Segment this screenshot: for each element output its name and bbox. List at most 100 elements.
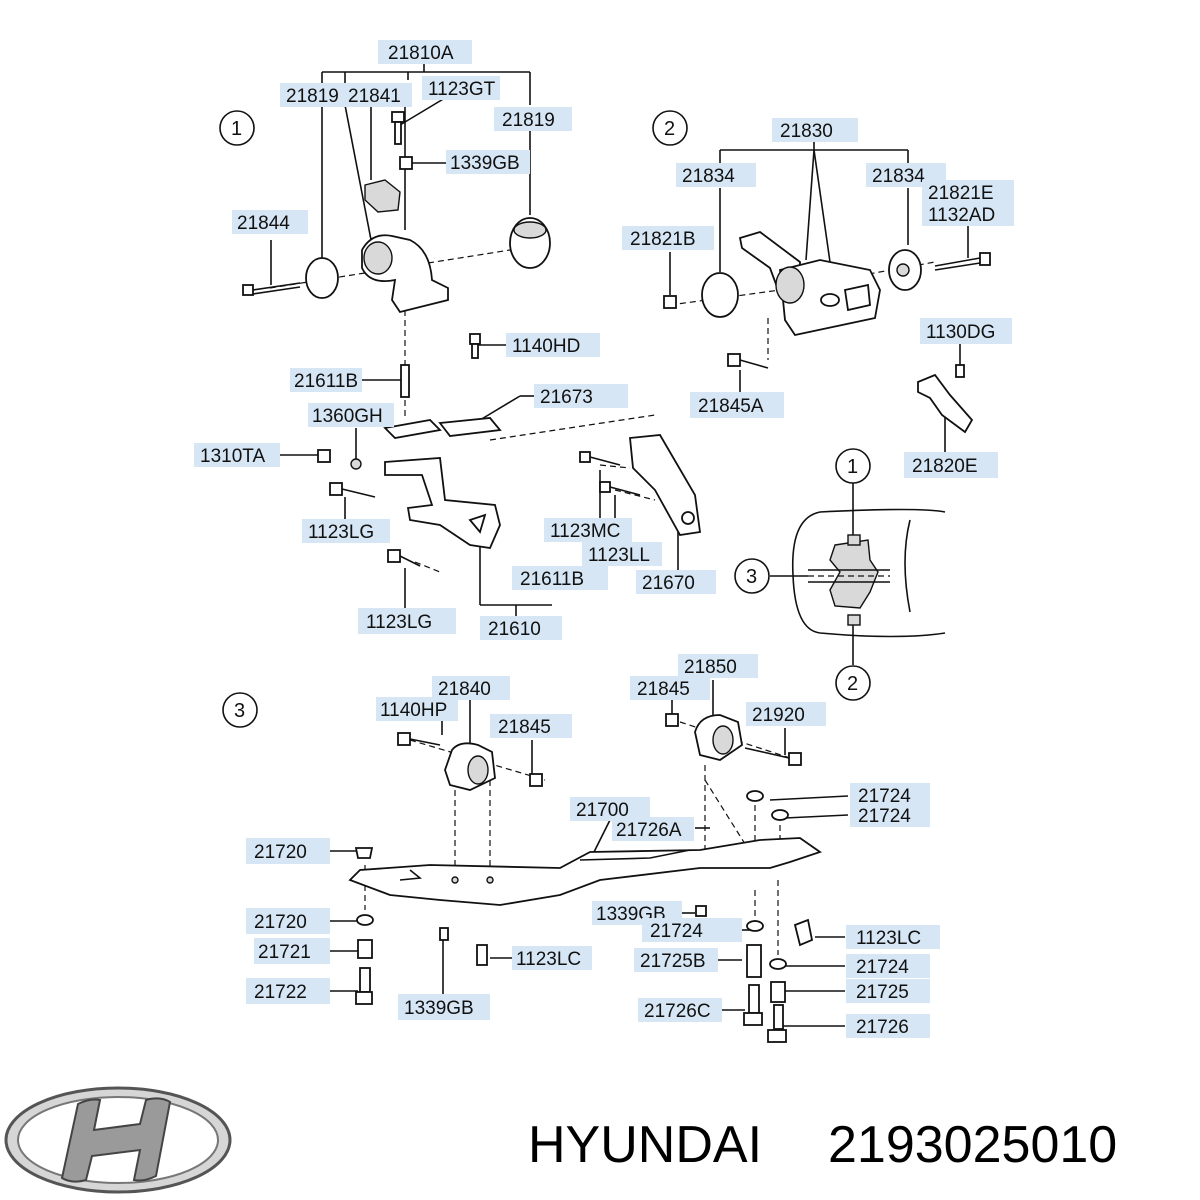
svg-text:21830: 21830 (780, 121, 833, 142)
label-21722: 21722 (246, 978, 330, 1004)
svg-text:21844: 21844 (237, 213, 290, 234)
label-21670: 21670 (636, 570, 716, 594)
label-21830: 21830 (772, 118, 858, 142)
svg-text:21820E: 21820E (912, 456, 978, 477)
label-21819-right: 21819 (494, 107, 572, 131)
callout-1-car: 1 (835, 448, 871, 484)
label-21673: 21673 (534, 384, 628, 408)
group-3-lines (330, 680, 849, 1027)
label-21841: 21841 (346, 83, 412, 107)
label-1123MC: 1123MC (544, 518, 632, 542)
svg-text:1360GH: 1360GH (312, 406, 383, 427)
svg-text:21673: 21673 (540, 387, 593, 408)
label-1123LG-a: 1123LG (302, 519, 390, 543)
svg-text:3: 3 (234, 700, 245, 722)
svg-text:21819: 21819 (286, 86, 339, 107)
label-21845-mid: 21845 (490, 714, 572, 738)
label-21611B-top: 21611B (290, 368, 362, 392)
svg-text:21725: 21725 (856, 982, 909, 1003)
svg-text:2: 2 (847, 673, 858, 695)
label-21725: 21725 (846, 979, 930, 1003)
label-21610: 21610 (480, 616, 562, 640)
group-1-parts (242, 111, 702, 567)
svg-text:1140HD: 1140HD (512, 336, 580, 357)
svg-text:21720: 21720 (254, 912, 307, 933)
label-1123GT: 1123GT (422, 76, 500, 100)
svg-text:21726A: 21726A (616, 820, 682, 841)
label-1123LC-left: 1123LC (512, 946, 592, 970)
label-1130DG: 1130DG (920, 318, 1012, 344)
label-21721: 21721 (254, 938, 330, 964)
svg-text:21845A: 21845A (698, 396, 764, 417)
car-overview (770, 483, 946, 665)
label-21611B-bottom: 21611B (512, 566, 608, 590)
svg-text:1140HP: 1140HP (380, 700, 447, 721)
callout-1-top: 1 (219, 110, 255, 146)
svg-text:21700: 21700 (576, 800, 629, 821)
svg-text:21821E: 21821E (928, 183, 994, 204)
label-21834-left: 21834 (676, 163, 756, 187)
label-21726: 21726 (846, 1014, 930, 1038)
label-21724-4: 21724 (846, 954, 930, 978)
svg-text:1123LL: 1123LL (588, 545, 650, 566)
label-21726A: 21726A (612, 817, 694, 841)
label-1339GB-top: 1339GB (446, 150, 530, 174)
callout-circles: 1 2 1 3 2 3 (219, 110, 871, 728)
label-21840: 21840 (432, 676, 510, 700)
svg-text:1123LG: 1123LG (366, 612, 432, 633)
svg-text:1132AD: 1132AD (928, 205, 995, 226)
label-21724-3: 21724 (642, 918, 742, 942)
label-1123LC-right: 1123LC (846, 925, 940, 949)
label-21810A: 21810A (378, 40, 472, 64)
svg-text:1123LG: 1123LG (308, 522, 374, 543)
label-21920: 21920 (746, 702, 826, 726)
svg-text:1123LC: 1123LC (856, 928, 921, 949)
svg-text:21821B: 21821B (630, 229, 696, 250)
svg-text:21724: 21724 (856, 957, 909, 978)
svg-text:21726C: 21726C (644, 1001, 711, 1022)
svg-text:21721: 21721 (258, 942, 311, 963)
svg-text:1339GB: 1339GB (404, 998, 474, 1019)
label-21845A: 21845A (690, 392, 784, 418)
svg-text:21722: 21722 (254, 982, 307, 1003)
hyundai-logo-icon (4, 1086, 232, 1194)
svg-text:1123MC: 1123MC (550, 521, 620, 542)
svg-text:21834: 21834 (682, 166, 735, 187)
svg-text:21670: 21670 (642, 573, 695, 594)
label-1140HD: 1140HD (506, 333, 600, 357)
svg-text:2: 2 (664, 118, 675, 140)
label-1140HP: 1140HP (376, 697, 458, 721)
label-21850: 21850 (678, 654, 758, 678)
label-21821B: 21821B (622, 226, 714, 250)
svg-text:3: 3 (746, 566, 757, 588)
label-1360GH: 1360GH (308, 403, 394, 427)
svg-text:21611B: 21611B (520, 569, 584, 590)
svg-text:21850: 21850 (684, 657, 737, 678)
label-1123LG-b: 1123LG (358, 608, 456, 634)
svg-text:21845: 21845 (498, 717, 551, 738)
svg-text:21610: 21610 (488, 619, 541, 640)
svg-text:21724: 21724 (858, 786, 911, 807)
label-1123LL: 1123LL (582, 542, 662, 566)
svg-text:1130DG: 1130DG (926, 322, 995, 343)
svg-text:21726: 21726 (856, 1017, 909, 1038)
label-1132AD: 1132AD (922, 202, 1014, 226)
svg-text:21724: 21724 (858, 806, 911, 827)
svg-text:21845: 21845 (637, 679, 690, 700)
label-1339GB-bottom: 1339GB (398, 994, 490, 1020)
label-21821E: 21821E (922, 180, 1014, 204)
svg-text:1: 1 (231, 118, 242, 140)
svg-text:1339GB: 1339GB (450, 153, 520, 174)
label-21845-right: 21845 (630, 676, 710, 700)
label-21844: 21844 (232, 210, 308, 234)
label-21720-2: 21720 (246, 908, 330, 934)
label-21725B: 21725B (634, 948, 718, 972)
part-number: 2193025010 (828, 1116, 1117, 1174)
svg-text:21725B: 21725B (640, 951, 706, 972)
label-21820E: 21820E (904, 452, 998, 478)
label-21724-2: 21724 (850, 803, 930, 827)
svg-text:1123LC: 1123LC (516, 949, 581, 970)
svg-text:21720: 21720 (254, 842, 307, 863)
svg-text:21841: 21841 (348, 86, 401, 107)
